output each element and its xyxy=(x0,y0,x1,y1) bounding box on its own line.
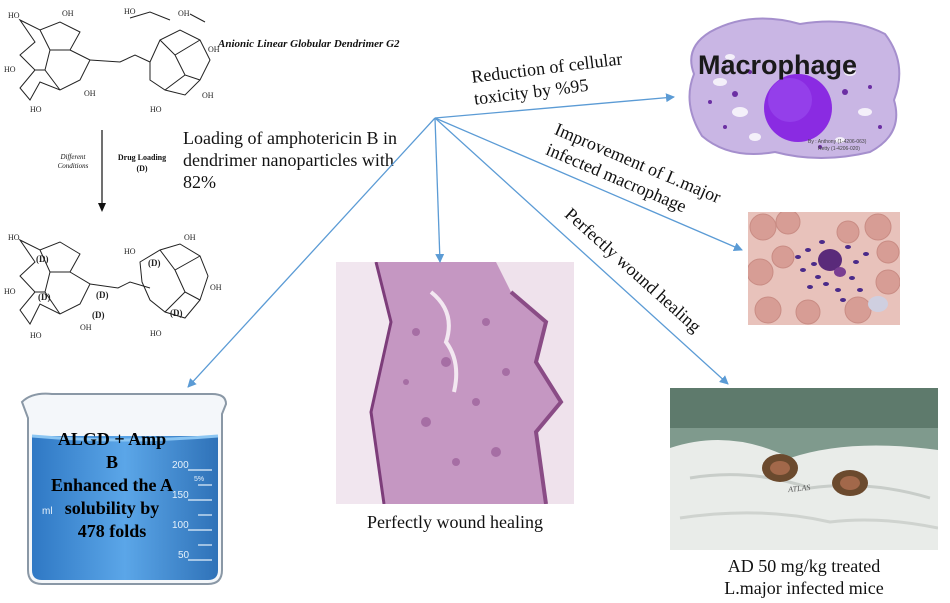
oh-label: HO xyxy=(150,329,162,338)
beaker-text: ALGD + Amp B Enhanced the A solubility b… xyxy=(50,429,174,541)
arrow-to-histology xyxy=(434,117,445,263)
oh-label: OH xyxy=(62,9,74,18)
oh-label: HO xyxy=(8,11,20,20)
condition-label: Different Conditions xyxy=(57,153,89,170)
oh-label: OH xyxy=(202,91,214,100)
drug-marker: (D) xyxy=(92,310,105,320)
drug-marker: (D) xyxy=(36,254,49,264)
arrow-to-macrophage xyxy=(434,93,675,119)
scale-150: 150 xyxy=(172,490,189,501)
oh-label: OH xyxy=(208,45,220,54)
drug-loading-label: Drug Loading (D) xyxy=(117,153,167,173)
oh-label: HO xyxy=(124,7,136,16)
arrow-to-mice xyxy=(434,117,729,385)
scale-pct: 5% xyxy=(194,476,205,483)
scale-ml: ml xyxy=(42,506,53,517)
dendrimer-title: Anionic Linear Globular Dendrimer G2 xyxy=(218,38,400,50)
histology-caption: Perfectly wound healing xyxy=(367,512,543,532)
drug-marker: (D) xyxy=(148,258,161,268)
scale-200: 200 xyxy=(172,460,189,471)
macrophage-credit: By : Anthony (1-4206-063) Retty (1-4206-… xyxy=(808,139,867,152)
oh-label: HO xyxy=(30,331,42,340)
oh-label: OH xyxy=(210,283,222,292)
oh-label: OH xyxy=(178,9,190,18)
mice-photo: ATLAS xyxy=(670,388,938,550)
oh-label: OH xyxy=(184,233,196,242)
drug-marker: (D) xyxy=(170,308,183,318)
scale-50: 50 xyxy=(178,550,190,561)
macrophage-title: Macrophage xyxy=(698,50,858,80)
drug-marker: (D) xyxy=(38,292,51,302)
oh-label: HO xyxy=(8,233,20,242)
scale-100: 100 xyxy=(172,520,189,531)
oh-label: HO xyxy=(124,247,136,256)
arrow-to-infected-macrophage xyxy=(434,117,743,251)
drug-marker: (D) xyxy=(96,290,109,300)
arrow-to-beaker xyxy=(187,117,436,388)
oh-label: HO xyxy=(4,287,16,296)
loading-description: Loading of amphotericin B in dendrimer n… xyxy=(183,128,397,192)
oh-label: HO xyxy=(30,105,42,114)
oh-label: HO xyxy=(4,65,16,74)
oh-label: OH xyxy=(84,89,96,98)
mice-caption: AD 50 mg/kg treated L.major infected mic… xyxy=(724,556,884,598)
macrophage-illustration: Macrophage By : Anthony (1-4206-063) Ret… xyxy=(680,12,910,162)
beaker-image: 200 150 100 50 ml 5% ALGD + Amp B Enhanc… xyxy=(12,388,237,588)
histology-photo xyxy=(336,262,574,504)
oh-label: OH xyxy=(80,323,92,332)
infected-macrophage-photo xyxy=(748,212,900,325)
oh-label: HO xyxy=(150,105,162,114)
